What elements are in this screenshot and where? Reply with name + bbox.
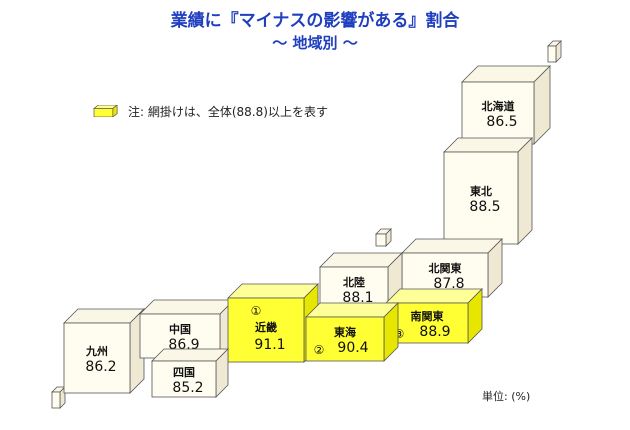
chart-subtitle: ～ 地域別 ～ — [272, 34, 358, 52]
region-name: 北関東 — [429, 261, 463, 275]
island-south — [51, 386, 66, 409]
region-value: 88.9 — [419, 324, 450, 340]
region-value: 86.5 — [486, 114, 517, 130]
region-value: 90.4 — [337, 340, 368, 356]
region-value: 86.2 — [85, 359, 116, 375]
legend-label: 注: 網掛けは、全体(88.8)以上を表す — [128, 104, 328, 119]
region-name: 北海道 — [482, 99, 515, 113]
region-rank: ① — [251, 304, 262, 318]
legend: 注: 網掛けは、全体(88.8)以上を表す — [92, 100, 328, 122]
region-value: 87.8 — [433, 276, 464, 292]
region-name: 南関東 — [411, 309, 445, 323]
region-name: 中国 — [169, 322, 191, 336]
region-rank: ③ — [394, 327, 405, 341]
region-value: 85.2 — [172, 380, 203, 396]
region-name: 近畿 — [255, 320, 277, 334]
region-value: 88.1 — [342, 290, 373, 306]
region-value: 88.5 — [469, 199, 500, 215]
region-value: 91.1 — [254, 337, 285, 353]
region-rank: ② — [314, 343, 325, 357]
region-name: 東海 — [334, 325, 356, 339]
region-block: ① 近畿 91.1 — [227, 283, 319, 363]
island-north — [547, 40, 562, 63]
legend-swatch — [93, 105, 118, 117]
region-name: 九州 — [85, 344, 108, 358]
region-name: 東北 — [470, 184, 492, 198]
island-sado — [375, 228, 392, 247]
region-name: 北陸 — [343, 275, 365, 289]
chart-title: 業績に『マイナスの影響がある』割合 — [170, 11, 460, 31]
region-name: 四国 — [173, 366, 195, 379]
unit-label: 単位: (%) — [482, 390, 531, 403]
